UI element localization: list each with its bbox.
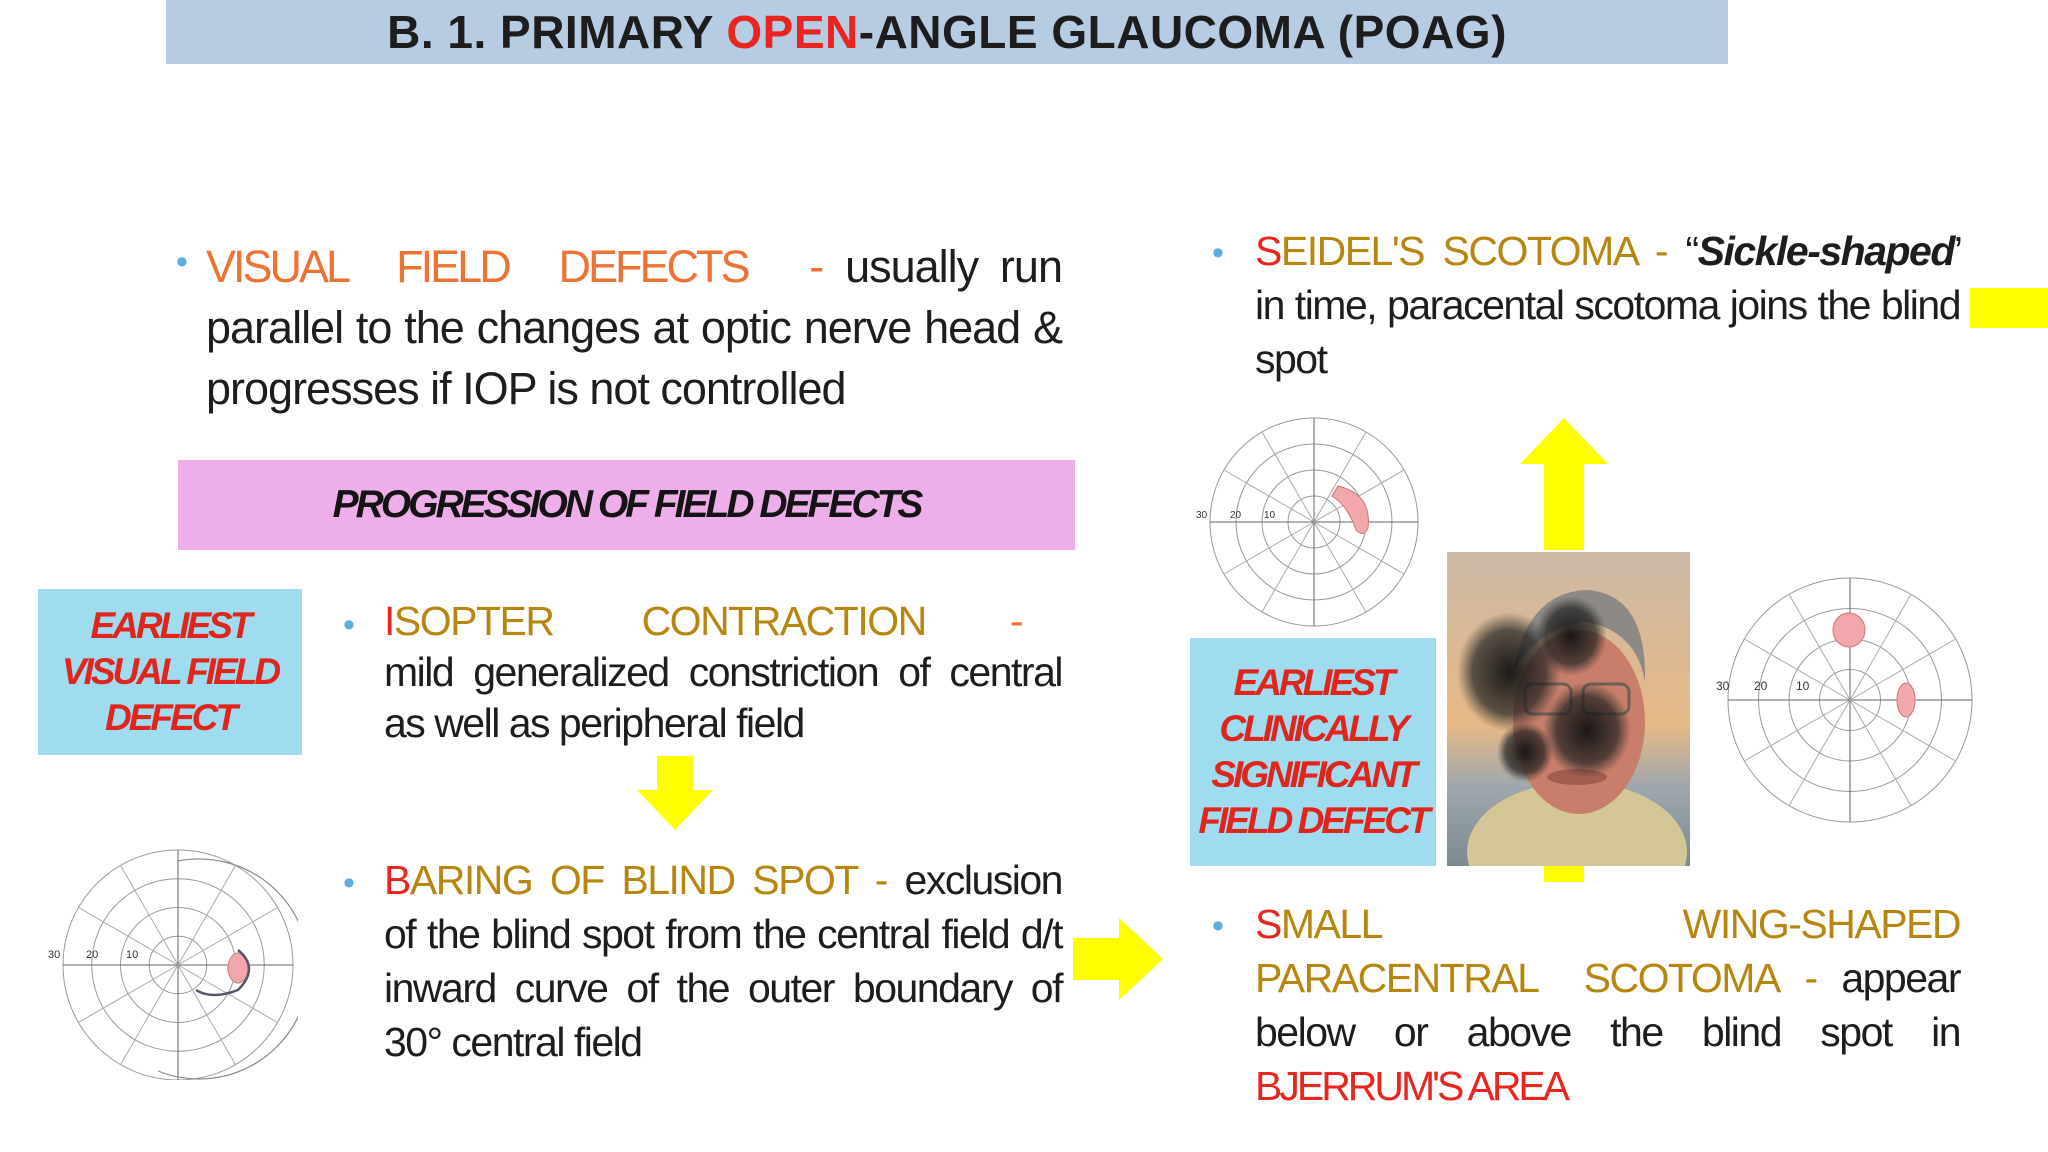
- bullet-dot: •: [1212, 234, 1224, 272]
- seidel-initial: S: [1255, 228, 1282, 274]
- earliest-defect-label: EARLIEST VISUAL FIELD DEFECT: [61, 603, 281, 741]
- earliest-line-2: VISUAL FIELD: [61, 651, 281, 692]
- progression-label: PROGRESSION OF FIELD DEFECTS: [332, 483, 924, 526]
- title-prefix: B. 1. PRIMARY: [387, 6, 727, 58]
- yellow-strip-decoration: [1970, 288, 2048, 328]
- visual-field-heading: VISUAL FIELD DEFECTS: [206, 241, 751, 292]
- field-spoke: [1313, 521, 1405, 575]
- isopter-heading: SOPTER CONTRACTION: [393, 598, 927, 644]
- field-spoke: [1261, 521, 1315, 613]
- isopter-paragraph: ISOPTER CONTRACTION - mild generalized c…: [384, 596, 1064, 749]
- field-spoke: [177, 964, 236, 1065]
- field-spoke: [78, 907, 179, 966]
- progression-banner: PROGRESSION OF FIELD DEFECTS: [178, 460, 1075, 550]
- wing-paragraph: SMALL WING-SHAPED PARACENTRAL SCOTOMA - …: [1255, 897, 1962, 1113]
- clinical-line-4: FIELD DEFECT: [1198, 800, 1430, 841]
- seidel-quote-open: “: [1685, 228, 1700, 274]
- paracentral-scotoma: [1832, 612, 1866, 648]
- field-spoke: [177, 907, 278, 966]
- clinical-defect-label: EARLIEST CLINICALLY SIGNIFICANT FIELD DE…: [1198, 660, 1430, 844]
- clinical-line-3: SIGNIFICANT: [1211, 754, 1417, 795]
- field-spoke: [1849, 699, 1956, 762]
- field-chart-seidel-svg: 30 20 10: [1196, 417, 1419, 627]
- field-spoke: [1849, 638, 1956, 701]
- field-spoke: [1849, 594, 1912, 701]
- field-spoke: [1223, 521, 1315, 575]
- seidel-paragraph: SEIDEL'S SCOTOMA - “Sickle-shaped’ in ti…: [1255, 224, 1962, 386]
- earliest-line-1: EARLIEST: [90, 605, 253, 646]
- right-arrow-icon: [1073, 918, 1163, 1000]
- field-spoke: [1849, 699, 1912, 806]
- arrow-tail-decoration: [1544, 862, 1584, 882]
- field-spoke: [1223, 469, 1315, 523]
- bullet-dot: •: [343, 864, 355, 902]
- slide-title: B. 1. PRIMARY OPEN-ANGLE GLAUCOMA (POAG): [387, 5, 1507, 59]
- ring-label-30: 30: [1716, 679, 1730, 693]
- wing-text: appear below or above the blind spot in: [1255, 955, 1962, 1055]
- field-chart-paracentral: 30 20 10: [1710, 548, 1978, 868]
- bjerrum-arc: [195, 949, 251, 997]
- field-spoke: [1313, 521, 1367, 613]
- wing-dash: -: [1804, 955, 1818, 1001]
- down-arrow-icon: [637, 756, 713, 830]
- field-chart-baring-svg: 30 20 10: [48, 849, 298, 1080]
- field-spoke: [1788, 699, 1851, 806]
- ring-label-30: 30: [48, 949, 60, 961]
- seidel-heading: EIDEL'S SCOTOMA: [1280, 228, 1638, 274]
- field-chart-paracentral-svg: 30 20 10: [1716, 577, 1973, 823]
- ring-label-10: 10: [1796, 679, 1810, 693]
- field-spoke: [78, 964, 179, 1023]
- ring-label-20: 20: [86, 949, 98, 961]
- earliest-defect-box: EARLIEST VISUAL FIELD DEFECT: [38, 589, 302, 755]
- bjerrum-area-label: BJERRUM'S AREA: [1255, 1063, 1570, 1109]
- baring-initial: B: [384, 857, 411, 903]
- patient-face-photo: [1447, 552, 1690, 866]
- clinical-defect-box: EARLIEST CLINICALLY SIGNIFICANT FIELD DE…: [1190, 638, 1436, 866]
- bullet-dot: •: [343, 606, 355, 644]
- ring-label-20: 20: [1230, 510, 1242, 521]
- up-arrow-icon: [1520, 418, 1608, 550]
- field-chart-baring: 30 20 10: [42, 840, 298, 1080]
- field-chart-seidel: 30 20 10: [1190, 410, 1420, 630]
- baring-dash: -: [874, 857, 889, 903]
- ring-label-10: 10: [126, 949, 138, 961]
- wing-initial: S: [1255, 901, 1282, 947]
- baring-heading: ARING OF BLIND SPOT: [409, 857, 859, 903]
- isopter-text: mild generalized constriction of central…: [384, 649, 1064, 746]
- field-spoke: [1313, 431, 1367, 523]
- clinical-line-2: CLINICALLY: [1219, 708, 1409, 749]
- baring-text: exclusion of the blind spot from the cen…: [384, 857, 1064, 1065]
- bullet-dot: •: [1212, 907, 1224, 945]
- isopter-initial: I: [384, 598, 395, 644]
- seidel-dash: -: [1654, 228, 1669, 274]
- field-spoke: [1744, 638, 1851, 701]
- visual-field-dash: -: [809, 241, 824, 292]
- field-spoke: [120, 865, 179, 966]
- field-spoke: [120, 964, 179, 1065]
- seidel-quote-close: ’: [1953, 228, 1962, 274]
- baring-paragraph: BARING OF BLIND SPOT - exclusion of the …: [384, 853, 1064, 1069]
- earliest-line-3: DEFECT: [104, 697, 238, 738]
- title-highlight: OPEN: [726, 6, 859, 58]
- wing-heading: MALL WING-SHAPED PARACENTRAL SCOTOMA: [1255, 901, 1962, 1001]
- field-spoke: [1261, 431, 1315, 523]
- field-spoke: [1788, 594, 1851, 701]
- field-spoke: [177, 865, 236, 966]
- clinical-line-1: EARLIEST: [1233, 662, 1396, 703]
- sickle-scotoma: [1331, 485, 1369, 534]
- isopter-dash: -: [1009, 598, 1024, 644]
- ring-label-20: 20: [1754, 679, 1768, 693]
- ring-label-30: 30: [1196, 510, 1208, 521]
- visual-field-paragraph: VISUAL FIELD DEFECTS - usually run paral…: [206, 236, 1063, 419]
- bullet-dot: •: [176, 243, 188, 281]
- seidel-text: in time, paracental scotoma joins the bl…: [1255, 282, 1962, 382]
- title-suffix: -ANGLE GLAUCOMA (POAG): [858, 6, 1507, 58]
- ring-label-10: 10: [1264, 510, 1276, 521]
- seidel-emphasis: Sickle-shaped: [1697, 228, 1956, 274]
- title-bar: B. 1. PRIMARY OPEN-ANGLE GLAUCOMA (POAG): [166, 0, 1728, 64]
- field-spoke: [1744, 699, 1851, 762]
- blind-spot: [1896, 682, 1916, 718]
- visual-field-text: usually run parallel to the changes at o…: [206, 241, 1063, 414]
